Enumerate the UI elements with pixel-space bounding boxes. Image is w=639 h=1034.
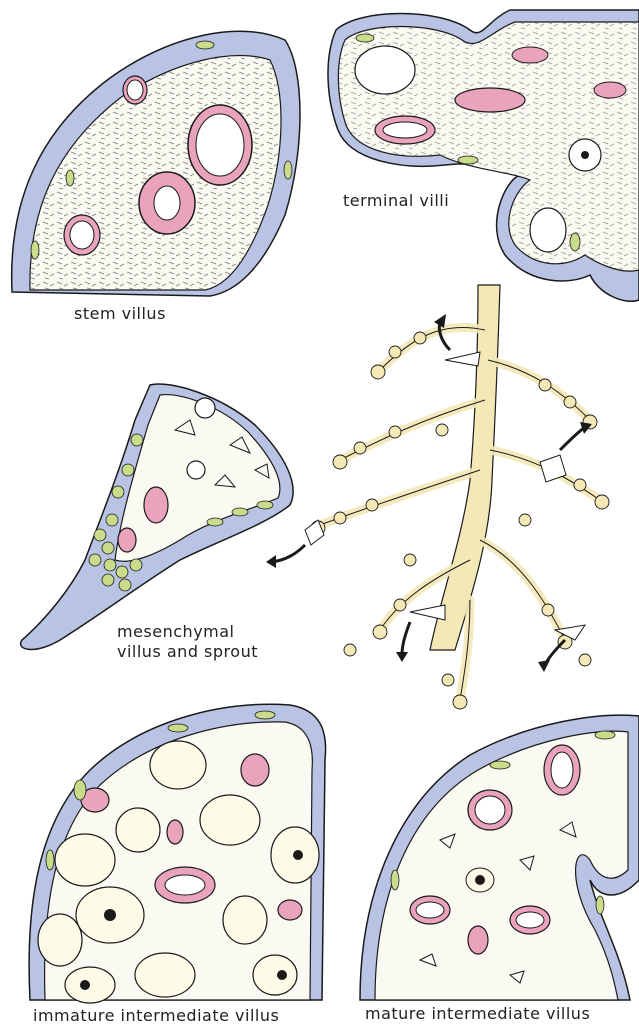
villous-tree-drawing <box>266 285 609 709</box>
stem-villus-drawing <box>12 31 300 296</box>
mature-villus-drawing <box>360 715 639 1000</box>
immature-villus-drawing <box>29 704 325 1003</box>
mesenchymal-villus-drawing <box>21 384 293 649</box>
stem-villus-label: stem villus <box>74 304 166 324</box>
mesenchymal-villus-label: mesenchymal villus and sprout <box>117 622 297 662</box>
terminal-villi-label: terminal villi <box>343 191 449 211</box>
mesenchymal-label-line1: mesenchymal <box>117 622 297 642</box>
mesenchymal-label-line2: villus and sprout <box>117 642 297 662</box>
mature-intermediate-villus-label: mature intermediate villus <box>365 1004 590 1024</box>
terminal-villi-drawing <box>328 10 639 301</box>
tree-trunk <box>430 285 500 650</box>
immature-intermediate-villus-label: immature intermediate villus <box>33 1006 279 1026</box>
